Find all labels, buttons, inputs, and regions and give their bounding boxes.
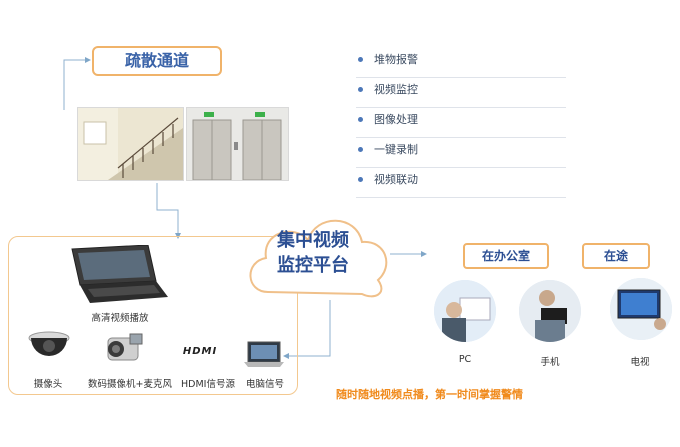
bullet-icon bbox=[358, 57, 363, 62]
cloud-icon bbox=[249, 219, 388, 298]
platform-label: 集中视频 监控平台 bbox=[248, 228, 378, 278]
feature-item: 视频监控 bbox=[356, 78, 566, 108]
slogan: 随时随地视频点播，第一时间掌握警情 bbox=[336, 388, 523, 401]
bullet-icon bbox=[358, 147, 363, 152]
feature-item: 图像处理 bbox=[356, 108, 566, 138]
camcorder-label: 数码摄像机+麦克风 bbox=[88, 379, 172, 390]
elevator-image bbox=[187, 108, 288, 181]
phone-user-image bbox=[519, 280, 581, 342]
bullet-icon bbox=[358, 117, 363, 122]
phone-client-label: 手机 bbox=[540, 357, 560, 368]
pc-user-image bbox=[434, 280, 496, 342]
camera-label: 摄像头 bbox=[33, 379, 63, 390]
laptop-icon bbox=[244, 341, 284, 367]
pc-signal-label: 电脑信号 bbox=[245, 379, 284, 390]
feature-label: 视频联动 bbox=[374, 173, 418, 186]
feature-item: 一键录制 bbox=[356, 138, 566, 168]
elevator-photo bbox=[186, 107, 289, 181]
staircase-image bbox=[78, 108, 183, 180]
staircase-photo bbox=[77, 107, 184, 181]
in-transit-button[interactable]: 在途 bbox=[582, 243, 650, 269]
hdmi-label: HDMI信号源 bbox=[181, 379, 235, 390]
feature-item: 视频联动 bbox=[356, 168, 566, 198]
bullet-icon bbox=[358, 177, 363, 182]
tv-client-label: 电视 bbox=[630, 357, 650, 368]
platform-line-1: 集中视频 bbox=[277, 230, 349, 251]
feature-label: 图像处理 bbox=[374, 113, 418, 126]
camcorder-icon bbox=[107, 333, 143, 361]
feature-label: 视频监控 bbox=[374, 83, 418, 96]
feature-label: 一键录制 bbox=[374, 143, 418, 156]
pc-client-label: PC bbox=[458, 354, 472, 365]
feature-label: 堆物报警 bbox=[374, 53, 418, 66]
laptop-label: 高清视频播放 bbox=[91, 313, 149, 324]
platform-line-2: 监控平台 bbox=[277, 255, 349, 276]
dome-camera-icon bbox=[28, 331, 70, 356]
feature-item: 堆物报警 bbox=[356, 48, 566, 78]
hdmi-logo: HDMI bbox=[182, 346, 218, 357]
rugged-laptop-icon bbox=[71, 245, 168, 303]
feature-list: 堆物报警 视频监控 图像处理 一键录制 视频联动 bbox=[356, 48, 566, 198]
device-group-box bbox=[8, 236, 298, 395]
page-title: 疏散通道 bbox=[92, 46, 222, 76]
office-button[interactable]: 在办公室 bbox=[463, 243, 549, 269]
tv-user-image bbox=[610, 278, 672, 340]
bullet-icon bbox=[358, 87, 363, 92]
